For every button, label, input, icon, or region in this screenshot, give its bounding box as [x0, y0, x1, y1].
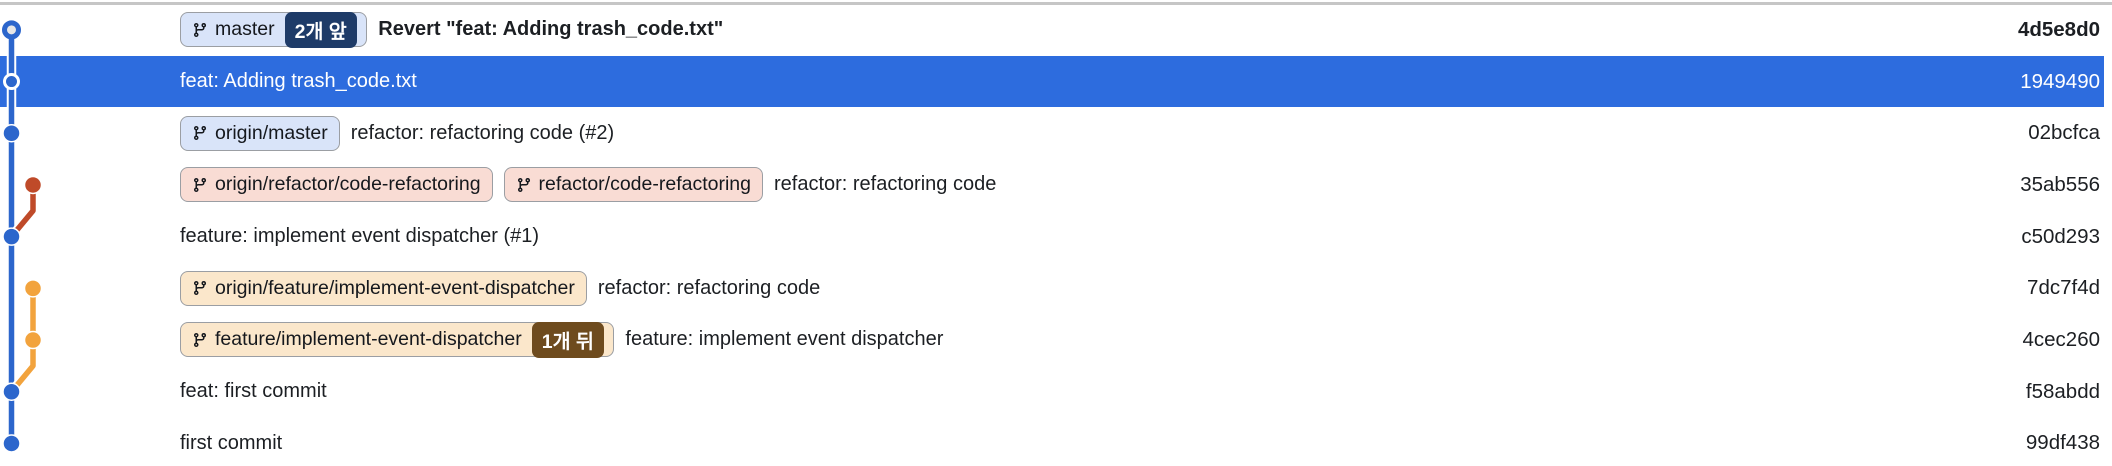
branch-badge[interactable]: origin/feature/implement-event-dispatche… — [180, 270, 587, 306]
commit-message: feature: implement event dispatcher — [625, 328, 944, 351]
commit-hash: f58abdd — [2025, 379, 2100, 403]
git-branch-icon — [193, 22, 206, 37]
commit-message: feature: implement event dispatcher (#1) — [180, 225, 540, 248]
commit-hash: 4cec260 — [2022, 327, 2100, 351]
commit-hash: c50d293 — [2021, 224, 2100, 248]
git-branch-icon — [193, 126, 206, 141]
commit-hash: 4d5e8d0 — [2017, 17, 2100, 41]
commit-row-content: feature: implement event dispatcher (#1) — [180, 225, 539, 248]
behind-count-badge: 1개 뒤 — [531, 321, 604, 358]
branch-badge[interactable]: origin/master — [180, 115, 340, 151]
commit-message: refactor: refactoring code — [597, 276, 821, 299]
commit-message: first commit — [180, 431, 283, 454]
commit-row[interactable]: first commit 99df438 — [0, 418, 2104, 466]
commit-row-content: origin/feature/implement-event-dispatche… — [180, 270, 821, 306]
git-branch-icon — [517, 177, 530, 192]
commit-row-content: master 2개 앞 Revert "feat: Adding trash_c… — [180, 11, 724, 48]
commit-message: feat: first commit — [180, 380, 327, 403]
commit-row-content: origin/master refactor: refactoring code… — [180, 115, 615, 151]
branch-name: origin/feature/implement-event-dispatche… — [215, 276, 575, 299]
commit-hash: 02bcfca — [2028, 121, 2100, 145]
commit-message: refactor: refactoring code — [773, 173, 997, 196]
branch-name: refactor/code-refactoring — [538, 173, 751, 196]
commit-row[interactable]: feat: Adding trash_code.txt 1949490 — [0, 55, 2104, 108]
commit-row-content: feat: Adding trash_code.txt — [180, 70, 417, 93]
commit-hash: 1949490 — [2020, 69, 2100, 93]
commit-row[interactable]: master 2개 앞 Revert "feat: Adding trash_c… — [0, 4, 2104, 56]
commit-row-content: feature/implement-event-dispatcher 1개 뒤 … — [180, 321, 944, 358]
branch-name: master — [215, 18, 275, 41]
commit-row-content: origin/refactor/code-refactoring refacto… — [180, 167, 997, 203]
commit-hash: 35ab556 — [2020, 172, 2100, 196]
branch-badge[interactable]: master 2개 앞 — [180, 11, 368, 48]
commit-message: refactor: refactoring code (#2) — [350, 121, 615, 144]
commit-row[interactable]: feature: implement event dispatcher (#1)… — [0, 211, 2104, 263]
git-branch-icon — [193, 177, 206, 192]
commit-row-content: feat: first commit — [180, 380, 327, 403]
commit-message: feat: Adding trash_code.txt — [180, 70, 417, 93]
ahead-count-badge: 2개 앞 — [284, 11, 357, 48]
commit-row[interactable]: feature/implement-event-dispatcher 1개 뒤 … — [0, 314, 2104, 366]
commit-hash: 99df438 — [2025, 431, 2100, 455]
panel-top-divider — [0, 2, 2112, 5]
commit-row-content: first commit — [180, 432, 282, 455]
commit-row[interactable]: feat: first commit f58abdd — [0, 366, 2104, 418]
commit-rows: master 2개 앞 Revert "feat: Adding trash_c… — [0, 4, 2104, 466]
commit-row[interactable]: origin/refactor/code-refactoring refacto… — [0, 159, 2104, 211]
commit-row[interactable]: origin/master refactor: refactoring code… — [0, 107, 2104, 159]
commit-row[interactable]: origin/feature/implement-event-dispatche… — [0, 262, 2104, 314]
branch-badge[interactable]: refactor/code-refactoring — [503, 167, 763, 203]
branch-badge[interactable]: origin/refactor/code-refactoring — [180, 167, 493, 203]
branch-name: origin/master — [215, 121, 328, 144]
git-branch-icon — [193, 281, 206, 296]
commit-hash: 7dc7f4d — [2027, 276, 2100, 300]
git-branch-icon — [193, 332, 206, 347]
branch-badge[interactable]: feature/implement-event-dispatcher 1개 뒤 — [180, 321, 615, 358]
branch-name: origin/refactor/code-refactoring — [215, 173, 481, 196]
branch-name: feature/implement-event-dispatcher — [215, 328, 522, 351]
commit-message: Revert "feat: Adding trash_code.txt" — [378, 18, 724, 41]
